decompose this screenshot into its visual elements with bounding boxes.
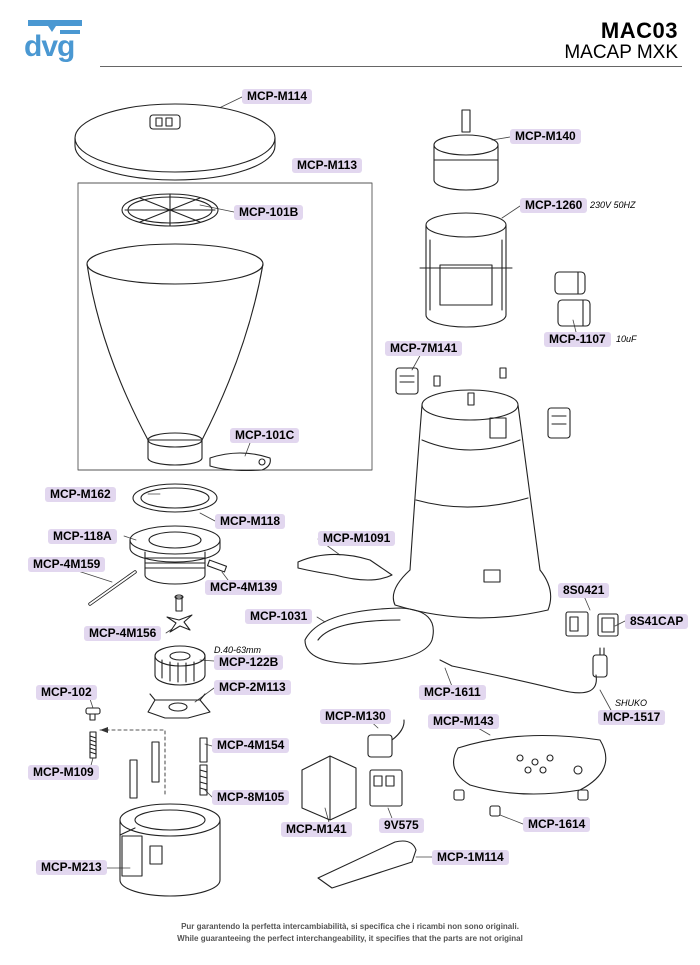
header-divider	[100, 66, 682, 67]
label-mcp-2m113: MCP-2M113	[214, 680, 291, 695]
label-mcp-4m154: MCP-4M154	[212, 738, 290, 753]
label-mcp-m141: MCP-M141	[281, 822, 352, 837]
hopper-assembly-frame	[77, 182, 373, 471]
label-mcp-m109: MCP-M109	[28, 765, 99, 780]
label-mcp-m114: MCP-M114	[242, 89, 313, 104]
label-mcp-101b: MCP-101B	[234, 205, 304, 220]
motor-shaft-cap	[433, 109, 499, 191]
switches	[565, 611, 619, 637]
label-mcp-m130: MCP-M130	[320, 709, 391, 724]
note-plug: SHUKO	[615, 698, 648, 708]
note-diameter: D.40-63mm	[214, 645, 262, 655]
hopper-lid	[74, 103, 276, 181]
label-mcp-122b: MCP-122B	[214, 655, 284, 670]
note-voltage: 230V 50HZ	[590, 200, 636, 210]
solenoid-coil	[367, 719, 405, 758]
burr-housing	[119, 803, 221, 897]
switch-covers	[395, 367, 571, 439]
label-mcp-8m105: MCP-8M105	[212, 790, 290, 805]
label-mcp-1260: MCP-1260	[520, 198, 588, 213]
logo-text: dvg	[24, 30, 75, 63]
hopper-bowl	[86, 243, 264, 466]
burr-carrier	[147, 693, 211, 719]
label-mcp-1107: MCP-1107	[544, 332, 611, 347]
label-mcp-m162: MCP-M162	[45, 487, 116, 502]
label-8s41cap: 8S41CAP	[625, 614, 689, 629]
footer-disclaimer-italian: Pur garantendo la perfetta intercambiabi…	[181, 922, 519, 931]
label-mcp-118a: MCP-118A	[48, 529, 117, 544]
label-mcp-4m159: MCP-4M159	[28, 557, 106, 572]
electric-motor	[419, 212, 513, 328]
drip-tray	[304, 607, 434, 665]
label-mcp-1031: MCP-1031	[245, 609, 313, 624]
relay	[369, 769, 403, 807]
label-mcp-4m156: MCP-4M156	[84, 626, 162, 641]
note-capacitance: 10uF	[616, 334, 637, 344]
assembly-guide	[99, 729, 166, 796]
model-code: MAC03	[600, 18, 678, 43]
dvg-logo	[22, 14, 102, 76]
star-washer	[166, 594, 193, 633]
power-cord	[439, 647, 608, 694]
label-mcp-4m139: MCP-4M139	[205, 580, 283, 595]
locking-pin	[206, 559, 228, 573]
hopper-grid	[121, 193, 219, 227]
hopper-shutter	[209, 452, 271, 472]
label-mcp-m143: MCP-M143	[428, 714, 499, 729]
logo-grinder-icon	[28, 20, 82, 34]
adjustment-ring	[132, 483, 218, 513]
label-mcp-102: MCP-102	[36, 685, 97, 700]
bolt	[85, 707, 101, 721]
label-mcp-1611: MCP-1611	[419, 685, 486, 700]
shutter-knob	[258, 458, 266, 466]
dosing-arm	[297, 553, 393, 581]
body-screws	[433, 367, 507, 406]
adjustment-collar	[129, 525, 221, 585]
base-plate	[453, 734, 607, 795]
label-mcp-1614: MCP-1614	[523, 817, 591, 832]
label-8s0421: 8S0421	[558, 583, 610, 598]
adjustment-rod	[88, 570, 137, 606]
model-name: MACAP MXK	[564, 42, 678, 63]
label-mcp-m1091: MCP-M1091	[318, 531, 396, 546]
label-mcp-7m141: MCP-7M141	[385, 341, 463, 356]
label-mcp-m140: MCP-M140	[510, 129, 581, 144]
label-mcp-1m114: MCP-1M114	[432, 850, 509, 865]
grinding-burr	[154, 645, 206, 686]
label-mcp-101c: MCP-101C	[230, 428, 300, 443]
rubber-feet	[453, 789, 589, 817]
guide-arrow-icon	[100, 727, 108, 733]
label-9v575: 9V575	[379, 818, 424, 833]
guide-pins	[129, 737, 208, 799]
footer-disclaimer-english: While guaranteeing the perfect interchan…	[177, 934, 523, 943]
label-mcp-1517: MCP-1517	[598, 710, 666, 725]
mounting-bracket	[301, 755, 357, 821]
capacitors	[554, 271, 591, 327]
label-mcp-m113: MCP-M113	[292, 158, 363, 173]
grinder-body	[392, 389, 552, 619]
label-mcp-m213: MCP-M213	[36, 860, 107, 875]
label-mcp-m118: MCP-M118	[215, 514, 286, 529]
portafilter-fork	[317, 840, 417, 889]
adjustment-spring	[89, 731, 97, 759]
